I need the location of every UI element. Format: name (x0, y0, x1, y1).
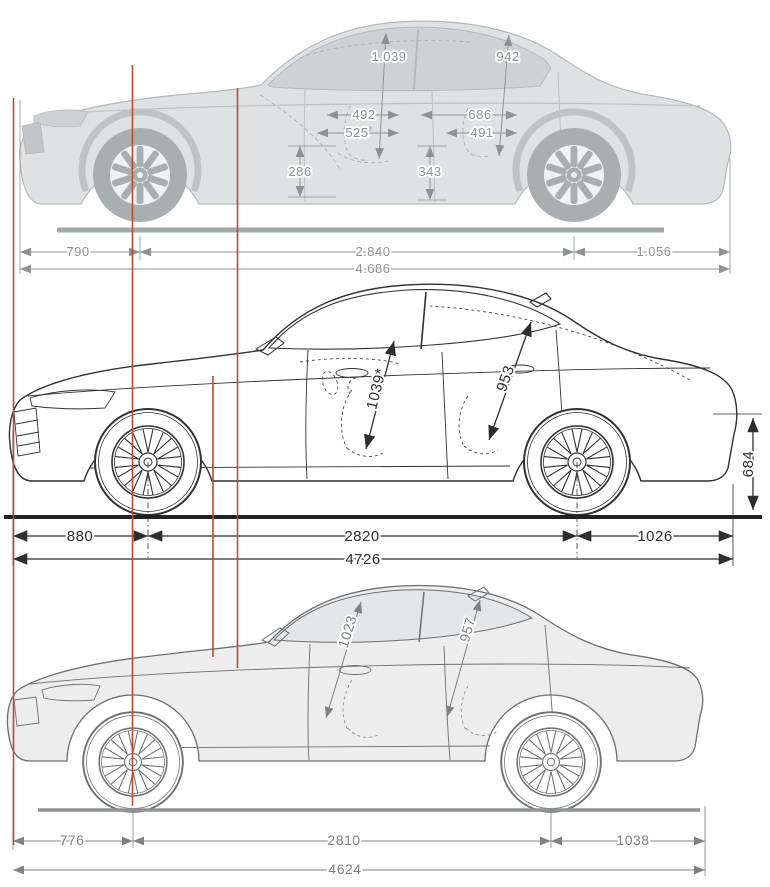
dimension-label-2810: 2810 (327, 832, 360, 848)
dimension-label-790: 790 (66, 244, 89, 259)
dimension-label-286: 286 (288, 164, 311, 179)
headlight (33, 109, 89, 128)
dimension-line (495, 34, 513, 157)
dimension-label-4.686: 4.686 (355, 261, 390, 276)
dimension-line (445, 599, 482, 718)
front-wheel (93, 128, 187, 222)
steering-wheel (321, 371, 339, 395)
headlight (29, 389, 116, 410)
dimension-label-1038: 1038 (616, 832, 649, 848)
dimension-label-686: 686 (468, 107, 491, 122)
headlight (41, 683, 101, 702)
dimension-line (375, 32, 390, 160)
dimensions-top-car: 790 2.840 1.056 4.686 492 525 686 491 286 343 1.03… (19, 32, 731, 278)
dimension-label-491: 491 (470, 125, 493, 140)
beltline (54, 102, 701, 115)
side-mirror (254, 336, 285, 356)
roof-antenna (528, 292, 552, 308)
dimension-line (488, 321, 532, 441)
rear-wheel (527, 128, 621, 222)
roof-antenna (467, 586, 490, 602)
dimension-label-2.840: 2.840 (355, 244, 390, 259)
dimension-label-1.056: 1.056 (636, 244, 671, 259)
interior-dashed-seats (342, 679, 499, 738)
dimension-label-684: 684 (740, 451, 757, 478)
dimension-line (364, 340, 396, 450)
dimension-label-1026: 1026 (637, 528, 672, 545)
rear-wheel (501, 712, 601, 812)
dimension-label-4726: 4726 (345, 551, 380, 568)
car-glasshouse (267, 26, 552, 92)
dimension-label-4624: 4624 (328, 861, 361, 877)
dimension-label-343: 343 (418, 164, 441, 179)
dimension-label-492: 492 (352, 107, 375, 122)
dimension-label-776: 776 (60, 832, 85, 848)
dimension-label-880: 880 (67, 528, 94, 545)
wheel-arch-rear (512, 108, 636, 193)
side-mirror (260, 627, 290, 647)
wheel-arch-front (78, 108, 202, 193)
b-pillar (413, 29, 419, 90)
kidney-grille (13, 696, 40, 727)
dimension-line (324, 601, 363, 719)
dimension-label-2820: 2820 (344, 528, 379, 545)
interior-dashed-seats (299, 305, 691, 457)
dimension-label-525: 525 (345, 125, 368, 140)
dimension-label-1.039: 1.039 (371, 49, 406, 64)
b-pillar (418, 591, 425, 643)
b-pillar (420, 291, 427, 350)
front-grille (13, 407, 41, 457)
interior-dashed-seats (259, 40, 489, 171)
red-reference-lines (12, 65, 239, 845)
dimension-label-942: 942 (496, 49, 519, 64)
front-grille (21, 121, 45, 155)
